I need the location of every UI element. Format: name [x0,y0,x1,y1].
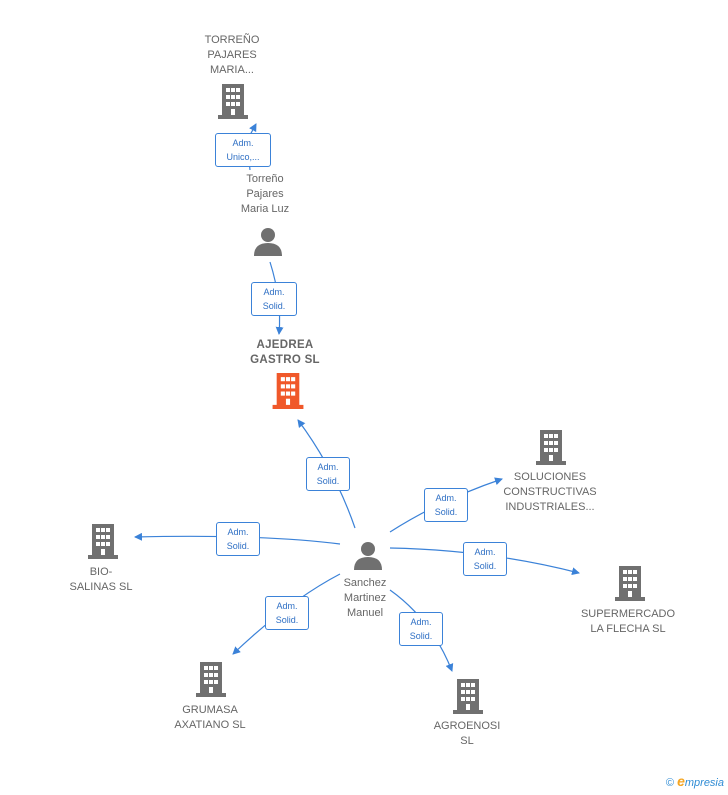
brand-logo-e: e [677,773,685,789]
brand-footer[interactable]: © empresia [666,773,724,789]
person-icon [354,542,382,570]
main-company-label: AJEDREA GASTRO SL [250,339,320,366]
company-label: SOLUCIONES CONSTRUCTIVAS INDUSTRIALES... [503,471,597,513]
building-icon [536,430,566,465]
role-badge-grumasa[interactable]: Adm. Solid. [265,596,309,630]
building-icon [88,524,118,559]
role-badge-torreno-company[interactable]: Adm. Unico,... [215,133,271,167]
person-label: Sanchez Martinez Manuel [343,577,387,619]
brand-logo-text: mpresia [684,777,724,789]
person-label: Torreño Pajares Maria Luz [240,173,290,215]
building-icon [196,662,226,697]
building-icon [453,679,483,714]
role-badge-ajedrea-torreno[interactable]: Adm. Solid. [251,282,297,316]
role-badge-bio-salinas[interactable]: Adm. Solid. [216,522,260,556]
person-icon [254,228,282,256]
copyright-icon: © [665,777,675,789]
company-label: TORREÑO PAJARES MARIA... [204,34,260,76]
building-icon [272,373,304,409]
building-icon [218,84,248,119]
company-label: BIO- SALINAS SL [69,566,133,593]
building-icon [615,566,645,601]
company-label: SUPERMERCADO LA FLECHA SL [580,608,676,635]
role-badge-supermercado[interactable]: Adm. Solid. [463,542,507,576]
company-label: GRUMASA AXATIANO SL [174,704,246,731]
company-label: AGROENOSI SL [433,720,501,747]
role-badge-agroenosi[interactable]: Adm. Solid. [399,612,443,646]
role-badge-soluciones[interactable]: Adm. Solid. [424,488,468,522]
role-badge-ajedrea-sanchez[interactable]: Adm. Solid. [306,457,350,491]
